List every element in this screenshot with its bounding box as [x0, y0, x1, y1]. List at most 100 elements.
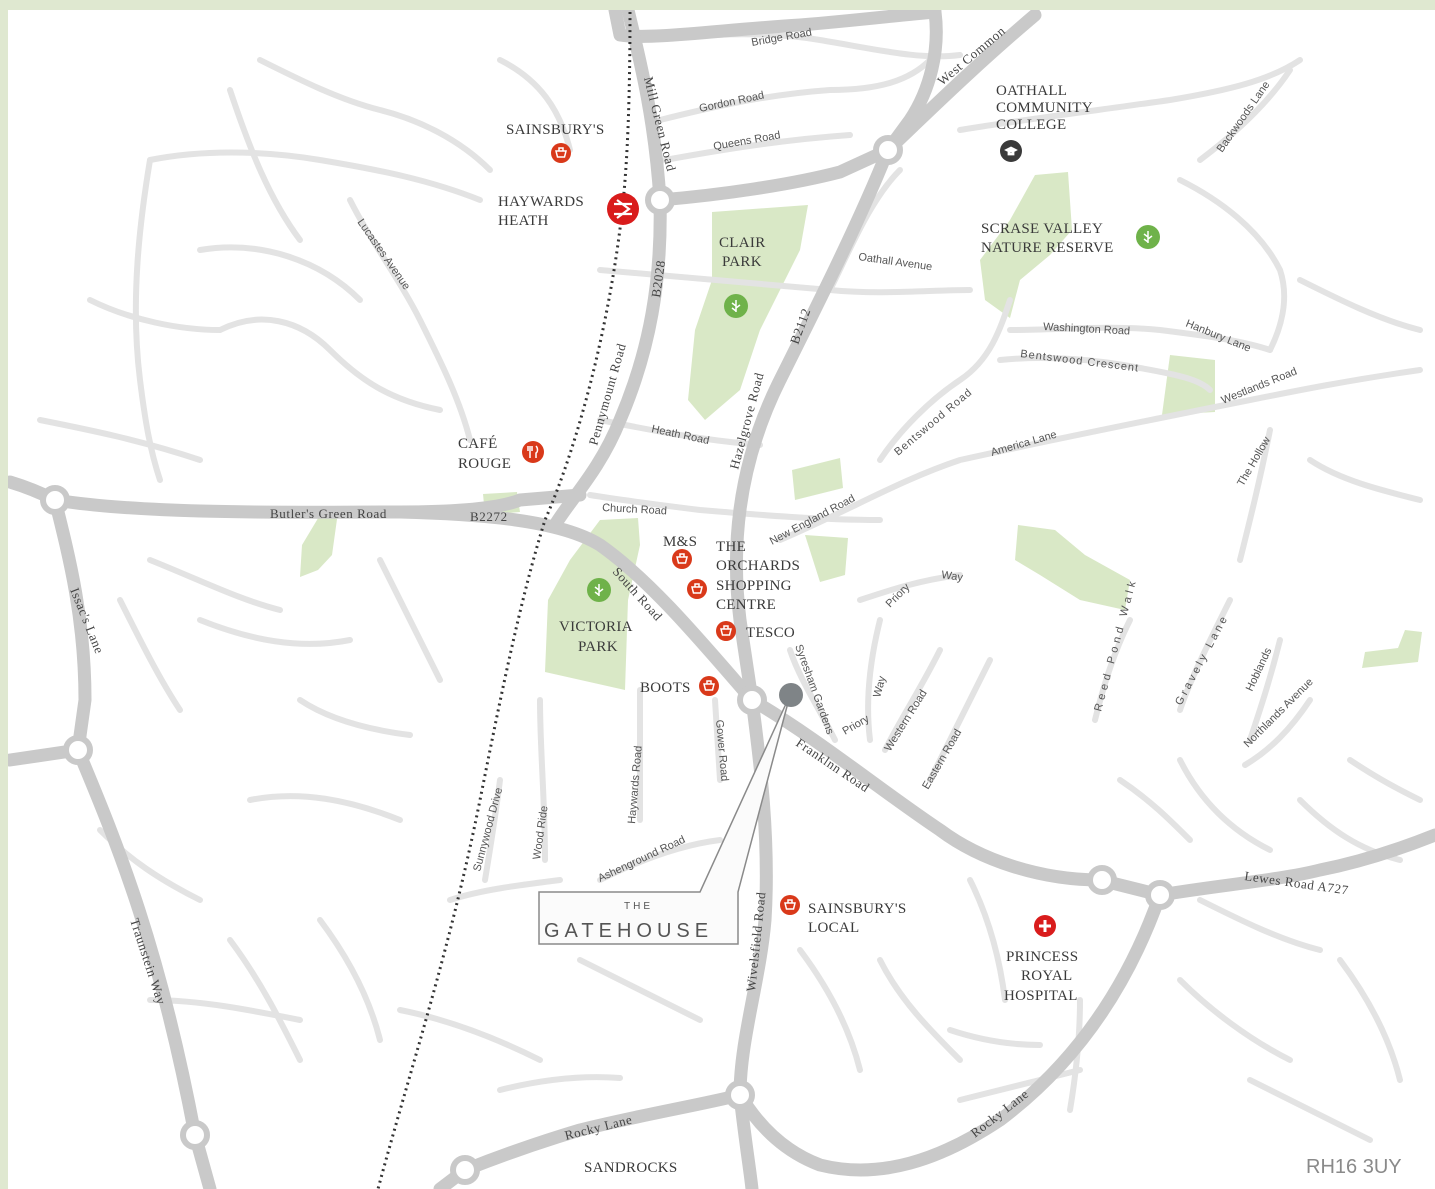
roundabouts [40, 135, 1175, 1185]
park-area-b [792, 458, 843, 500]
road-label-way: Way [941, 569, 965, 584]
road-label-heath-road: Heath Road [650, 423, 710, 447]
road-label-bentswood-crescent: Bentswood Crescent [1020, 348, 1140, 374]
label-orchards-3: SHOPPING [716, 578, 792, 594]
road-label-the-hollow: The Hollow [1235, 435, 1273, 489]
label-clair-park-1: CLAIR [719, 235, 766, 251]
label-victoria-park-2: PARK [578, 639, 618, 655]
sainsburys-local-icon[interactable] [780, 895, 800, 915]
road-label-priory-way-b: Way [871, 674, 888, 698]
place-labels: SAINSBURY'S HAYWARDS HEATH CAFÉ ROUGE CL… [458, 83, 1114, 1176]
roundabout-queens [645, 185, 675, 215]
roundabout-lewes-1 [1087, 865, 1117, 895]
rocky-lane-line [433, 1088, 747, 1189]
road-label-western-road: Western Road [882, 688, 929, 754]
label-hospital-2: ROYAL [1021, 968, 1073, 984]
label-boots: BOOTS [640, 680, 691, 696]
rail-station-icon[interactable] [607, 193, 639, 225]
scrase-valley-area [980, 172, 1072, 318]
queens-link-line [653, 143, 895, 207]
south-road-line [393, 505, 759, 707]
label-hospital-1: PRINCESS [1006, 949, 1078, 965]
map-frame[interactable]: Bridge Road Gordon Road Queens Road Mill… [8, 10, 1435, 1189]
mill-green-road-line [548, 10, 667, 532]
site-marker[interactable] [779, 683, 803, 707]
road-label-washington-road: Washington Road [1043, 321, 1131, 338]
park-area-d [1015, 525, 1130, 610]
roundabout-sandrocks [450, 1155, 480, 1185]
bridge-road-line [608, 10, 942, 43]
road-label-oathall-avenue: Oathall Avenue [858, 251, 933, 273]
park-area-c [805, 535, 848, 582]
road-label-church-road: Church Road [602, 502, 667, 517]
tesco-icon[interactable] [716, 621, 736, 641]
clair-park-icon[interactable] [724, 294, 748, 318]
road-label-eastern-road: Eastern Road [920, 727, 964, 791]
label-victoria-park-1: VICTORIA [559, 619, 633, 635]
road-label-lucastes-avenue: Lucastes Avenue [355, 217, 413, 292]
road-label-butlers-green-road: Butler's Green Road [270, 506, 387, 521]
label-sainsburys: SAINSBURY'S [506, 122, 605, 138]
label-oathall-3: COLLEGE [996, 117, 1066, 133]
orchards-icon[interactable] [687, 579, 707, 599]
label-tesco: TESCO [746, 625, 795, 641]
roundabout-wivelsfield [725, 1080, 755, 1110]
roundabout-traunstein [180, 1120, 210, 1150]
roundabout-west-common [873, 135, 903, 165]
postcode: RH16 3UY [1306, 1156, 1402, 1178]
label-sandrocks: SANDROCKS [584, 1160, 678, 1176]
label-cafe-rouge-2: ROUGE [458, 456, 511, 472]
site-pointer-callout [538, 694, 791, 945]
development-name-line1: THE [624, 901, 653, 912]
roundabout-butlers-green [40, 485, 70, 515]
label-scrase-1: SCRASE VALLEY [981, 221, 1103, 237]
boots-icon[interactable] [699, 676, 719, 696]
sainsburys-icon[interactable] [551, 143, 571, 163]
development-name-line2: GATEHOUSE [544, 920, 713, 942]
road-label-gower-road: Gower Road [713, 719, 730, 782]
label-scrase-2: NATURE RESERVE [981, 240, 1114, 256]
school-icon[interactable] [1000, 140, 1022, 162]
label-hospital-3: HOSPITAL [1004, 988, 1078, 1004]
road-label-b2028: B2028 [648, 259, 668, 298]
roundabout-lewes-2 [1145, 880, 1175, 910]
roundabout-south-road [737, 685, 767, 715]
hospital-icon[interactable] [1034, 915, 1056, 937]
label-orchards-2: ORCHARDS [716, 558, 800, 574]
park-area-f [1362, 630, 1422, 668]
park-area-e [1162, 355, 1215, 415]
roundabout-issacs [63, 735, 93, 765]
hazelgrove-road-line [729, 143, 895, 707]
site-pointer: THE GATEHOUSE [538, 683, 803, 945]
lewes-road-loop [733, 888, 1167, 1177]
railway-line [376, 11, 632, 1189]
road-label-gravely-lane: Gravely Lane [1173, 612, 1231, 707]
ms-icon[interactable] [672, 549, 692, 569]
label-oathall-2: COMMUNITY [996, 100, 1093, 116]
issacs-lane-line [48, 493, 217, 1189]
label-sainsburys-local-1: SAINSBURY'S [808, 901, 907, 917]
label-haywards-heath-2: HEATH [498, 213, 549, 229]
clair-park-area [688, 205, 808, 420]
poi-icons [522, 140, 1160, 937]
road-label-pennymount-road: Pennymount Road [585, 341, 628, 446]
label-cafe-rouge-1: CAFÉ [458, 435, 498, 452]
park-area-west [300, 512, 338, 577]
label-orchards-1: THE [716, 539, 746, 555]
label-ms: M&S [663, 534, 697, 550]
road-label-franklnn-road: Franklnn Road [793, 735, 872, 795]
victoria-park-icon[interactable] [587, 578, 611, 602]
railway [376, 11, 632, 1189]
map-canvas[interactable]: Bridge Road Gordon Road Queens Road Mill… [8, 10, 1435, 1189]
label-orchards-4: CENTRE [716, 597, 776, 613]
label-oathall-1: OATHALL [996, 83, 1067, 99]
label-clair-park-2: PARK [722, 254, 762, 270]
franklnn-road-line [745, 693, 1435, 902]
road-label-b2272: B2272 [470, 509, 508, 524]
scrase-valley-icon[interactable] [1136, 225, 1160, 249]
road-label-ashenground-road: Ashenground Road [596, 834, 687, 885]
label-sainsburys-local-2: LOCAL [808, 920, 860, 936]
road-label-rocky-lane-south: Rocky Lane [563, 1112, 634, 1143]
road-label-gordon-road: Gordon Road [698, 89, 765, 114]
cafe-rouge-icon[interactable] [522, 441, 544, 463]
